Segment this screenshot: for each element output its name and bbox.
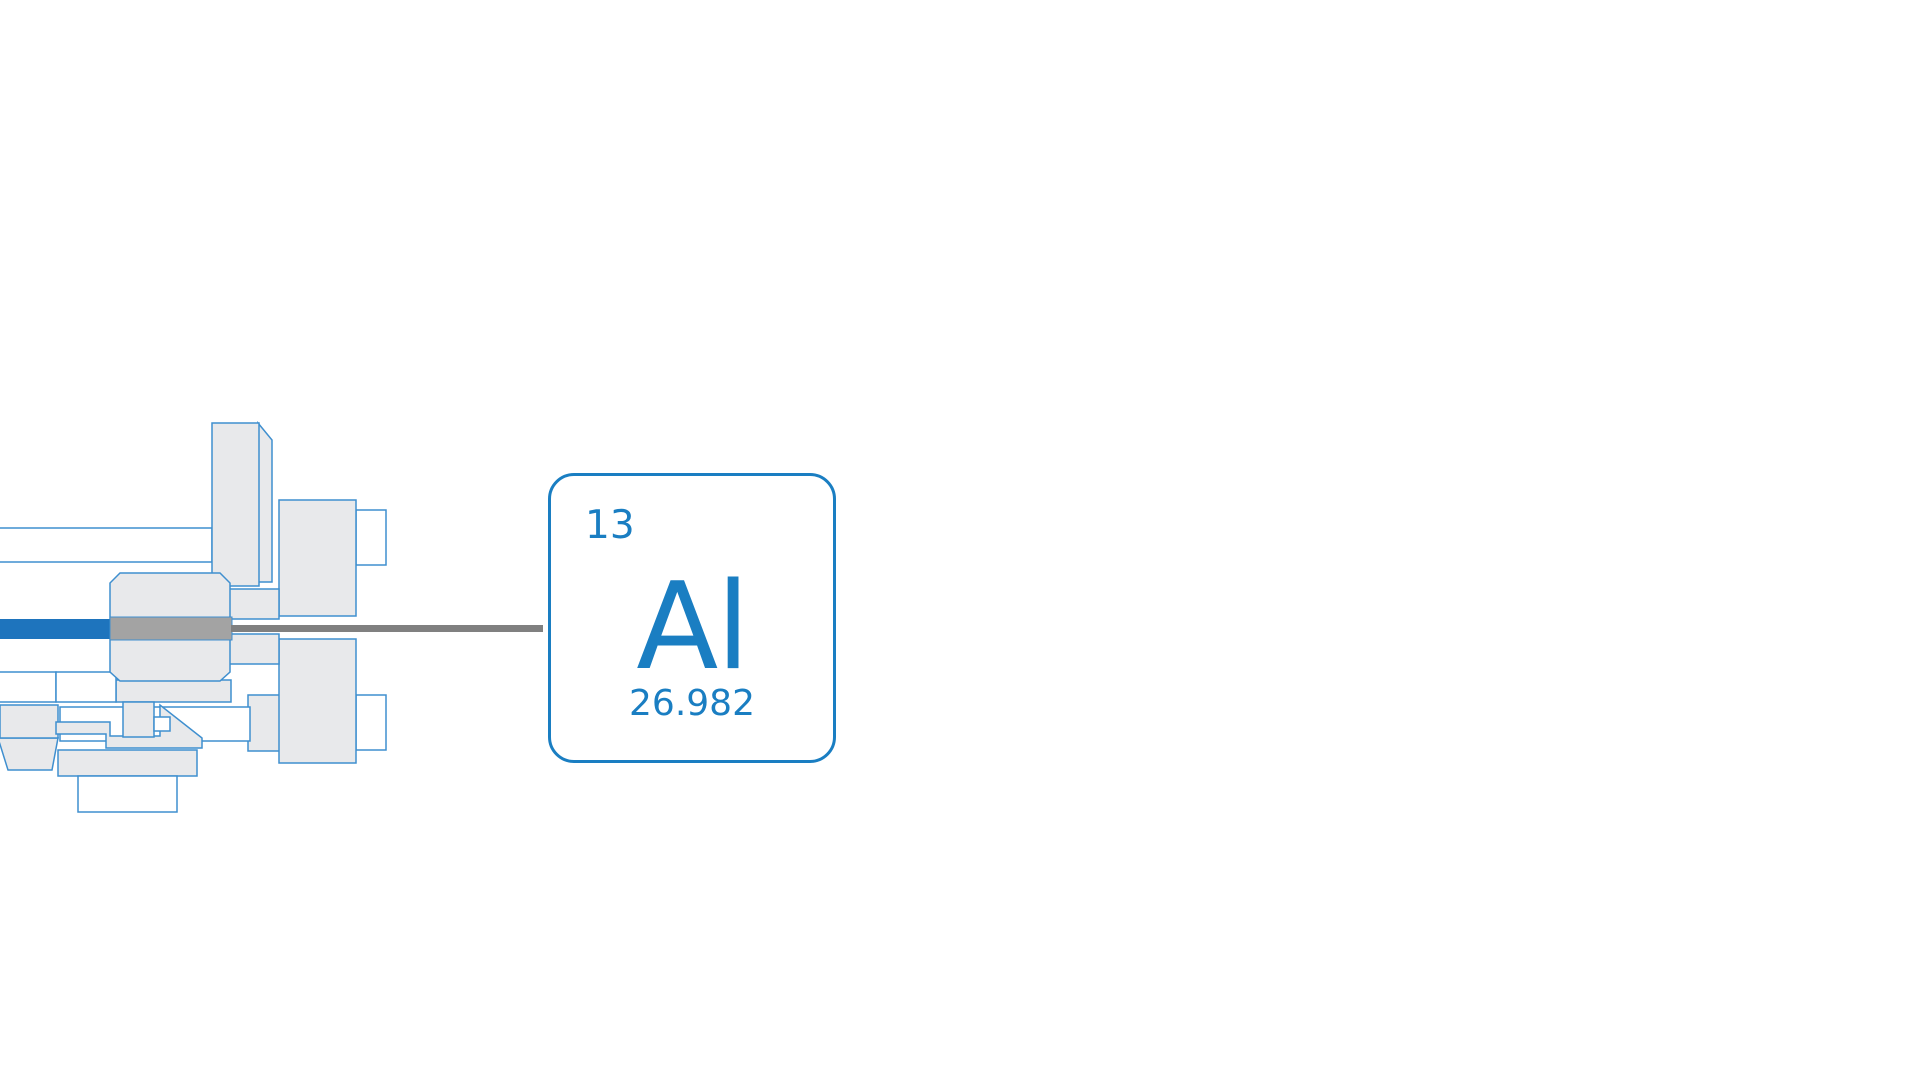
lower-right-cap bbox=[355, 694, 387, 751]
slide-pin bbox=[153, 716, 171, 732]
blue-strip bbox=[0, 619, 112, 639]
rolling-mill-machine-icon bbox=[0, 420, 543, 813]
element-symbol: Al bbox=[636, 558, 749, 697]
top-housing-side bbox=[257, 420, 273, 583]
base-stand bbox=[77, 775, 178, 813]
element-tile: 13 Al 26.982 bbox=[548, 473, 836, 763]
roll-connector-upper bbox=[228, 588, 280, 620]
lower-right-flange bbox=[247, 694, 282, 752]
slide-arm bbox=[55, 703, 203, 749]
base-foot bbox=[57, 749, 198, 777]
base-plate bbox=[115, 679, 232, 703]
upper-rail bbox=[0, 527, 213, 563]
gray-wire bbox=[231, 625, 543, 632]
strip-in-rollers bbox=[109, 616, 233, 641]
upper-right-cap bbox=[355, 509, 387, 566]
top-housing bbox=[211, 422, 260, 587]
atomic-mass: 26.982 bbox=[629, 683, 755, 724]
arm-mount bbox=[0, 704, 59, 739]
slide-block bbox=[122, 701, 155, 738]
lower-right-block bbox=[278, 638, 357, 764]
hopper bbox=[0, 737, 59, 771]
lower-rail-ext bbox=[55, 671, 117, 703]
roll-connector-lower bbox=[228, 633, 280, 665]
atomic-number: 13 bbox=[585, 503, 635, 548]
lower-rail bbox=[0, 671, 57, 703]
upper-right-block bbox=[278, 499, 357, 617]
